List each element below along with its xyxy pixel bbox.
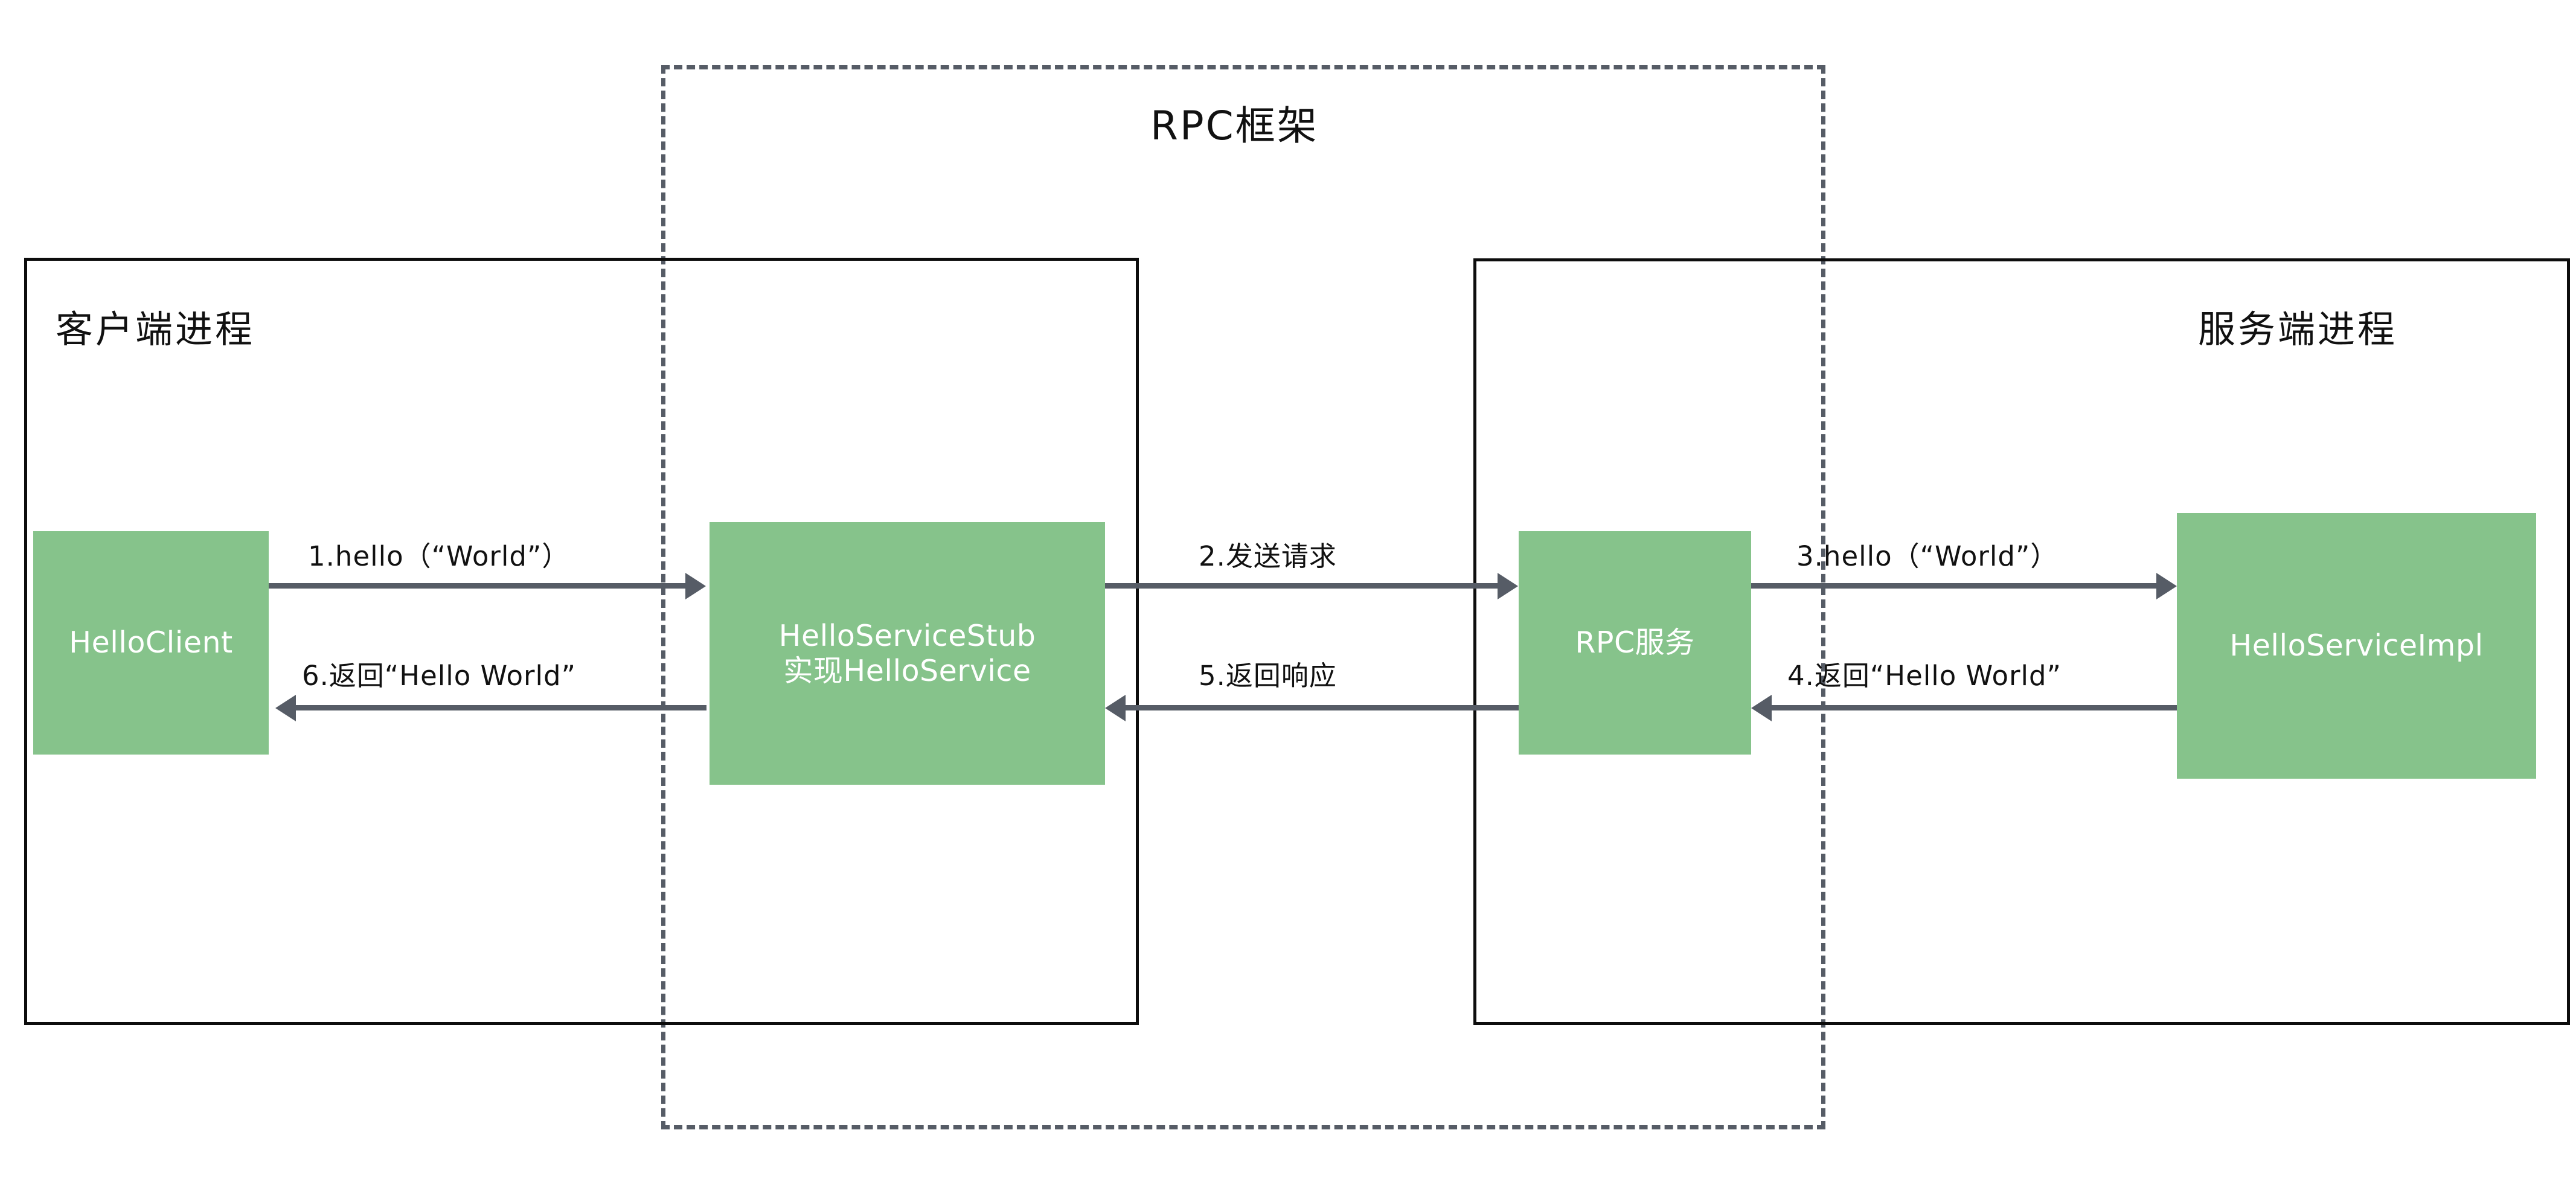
server-process-container (1473, 258, 2570, 1025)
flow-5-arrow-line (1126, 705, 1519, 710)
flow-1-label: 1.hello（“World”） (308, 540, 570, 572)
flow-1-arrowhead (685, 573, 706, 599)
node-hello-service-stub[interactable]: HelloServiceStub 实现HelloService (710, 522, 1105, 785)
flow-6-arrow-line (296, 705, 706, 710)
flow-6-label: 6.返回“Hello World” (302, 660, 576, 692)
flow-5-arrowhead (1105, 695, 1126, 721)
flow-1-arrow-line (269, 583, 685, 589)
node-hello-service-impl-label: HelloServiceImpl (2229, 628, 2484, 663)
flow-4-arrowhead (1751, 695, 1772, 721)
flow-6-arrowhead (275, 695, 296, 721)
node-hello-client[interactable]: HelloClient (33, 531, 269, 755)
flow-3-label: 3.hello（“World”） (1796, 540, 2059, 572)
flow-4-arrow-line (1772, 705, 2177, 710)
node-rpc-service-label: RPC服务 (1575, 625, 1695, 660)
flow-2-arrowhead (1498, 573, 1518, 599)
flow-2-label: 2.发送请求 (1199, 540, 1337, 572)
flow-4-label: 4.返回“Hello World” (1787, 660, 2062, 692)
client-process-container (24, 258, 1139, 1025)
client-process-label: 客户端进程 (56, 307, 255, 351)
node-hello-service-stub-title: HelloServiceStub (778, 618, 1036, 653)
server-process-label: 服务端进程 (2198, 307, 2398, 351)
flow-2-arrow-line (1105, 583, 1498, 589)
node-hello-client-label: HelloClient (69, 625, 233, 660)
flow-5-label: 5.返回响应 (1199, 660, 1337, 692)
rpc-framework-boundary (661, 65, 1825, 1129)
flow-3-arrow-line (1751, 583, 2156, 589)
diagram-title: RPC框架 (1150, 103, 1319, 149)
node-hello-service-impl[interactable]: HelloServiceImpl (2177, 513, 2536, 779)
node-hello-service-stub-subtitle: 实现HelloService (783, 653, 1031, 688)
flow-3-arrowhead (2156, 573, 2177, 599)
node-rpc-service[interactable]: RPC服务 (1519, 531, 1751, 755)
